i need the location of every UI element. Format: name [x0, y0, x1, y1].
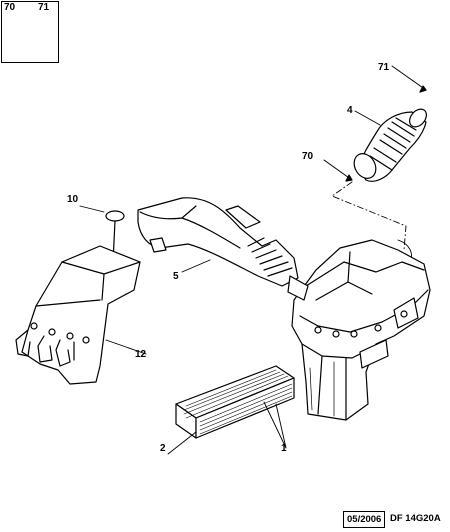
callout-71: 71 [378, 62, 390, 73]
leader-lines [79, 110, 381, 455]
air-filter-housing-1 [287, 239, 431, 421]
air-hose-4 [353, 108, 427, 182]
callout-12: 12 [135, 349, 147, 360]
callout-10: 10 [67, 194, 79, 205]
filter-element-2 [175, 365, 295, 439]
callout-2: 2 [160, 443, 166, 454]
callout-70: 70 [302, 151, 314, 162]
callout-71-inset: 71 [38, 2, 50, 13]
air-guide-12 [15, 245, 141, 385]
revision-date: 05/2006 [343, 511, 386, 528]
callout-4: 4 [347, 105, 353, 116]
diagram-reference: DF 14G20A [390, 513, 441, 524]
intake-duct-5 [137, 197, 299, 287]
callout-5: 5 [173, 271, 179, 282]
clamp-detail-inset [1, 1, 59, 63]
callout-70-inset: 70 [4, 2, 16, 13]
callout-1: 1 [281, 443, 287, 454]
